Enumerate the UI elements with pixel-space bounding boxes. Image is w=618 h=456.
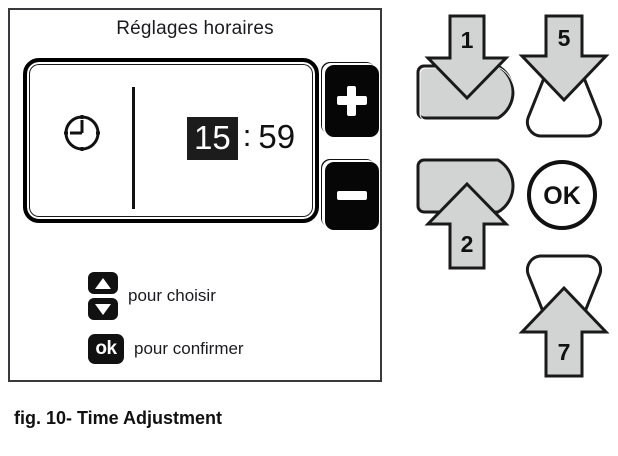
hours-field[interactable]: 15 bbox=[187, 116, 238, 160]
minutes-field[interactable]: 59 bbox=[258, 117, 296, 155]
clock-icon bbox=[64, 115, 100, 151]
arrow-down-icon bbox=[424, 14, 510, 101]
legend-item-confirm: ok pour confirmer bbox=[88, 334, 368, 364]
time-value-row[interactable]: 15 : 59 bbox=[187, 116, 296, 160]
triangle-down-icon bbox=[95, 304, 111, 315]
callout-number-7: 7 bbox=[558, 339, 571, 365]
legend-text-choose: pour choisir bbox=[128, 286, 216, 305]
arrow-up-icon bbox=[518, 285, 610, 378]
ok-button-label: OK bbox=[543, 182, 581, 210]
device-panel: Réglages horaires 15 : 59 bbox=[8, 8, 382, 382]
callout-1: 1 bbox=[416, 14, 516, 121]
minus-button[interactable] bbox=[325, 162, 379, 230]
arrow-down-icon bbox=[518, 14, 610, 103]
ok-key-icon[interactable]: ok bbox=[88, 334, 124, 364]
figure-caption: fig. 10- Time Adjustment bbox=[14, 408, 223, 428]
ok-round-button[interactable]: OK bbox=[522, 155, 602, 235]
callout-7: 7 bbox=[518, 254, 610, 378]
up-down-arrows-icon[interactable] bbox=[88, 272, 118, 320]
triangle-up-icon bbox=[95, 278, 111, 289]
lcd-display-frame: 15 : 59 bbox=[23, 58, 319, 223]
time-separator: : bbox=[242, 118, 252, 153]
lcd-display-inner: 15 : 59 bbox=[27, 62, 315, 219]
key-shape-highlight bbox=[419, 67, 516, 121]
lcd-vertical-divider bbox=[132, 87, 135, 209]
legend-list: pour choisir ok pour confirmer bbox=[88, 272, 368, 378]
arrow-up-icon bbox=[424, 181, 510, 270]
ok-button-inner-highlight bbox=[532, 165, 592, 225]
minus-icon bbox=[337, 191, 367, 200]
down-arrow-key-icon[interactable] bbox=[88, 298, 118, 320]
up-arrow-key-icon[interactable] bbox=[88, 272, 118, 294]
plus-button[interactable] bbox=[325, 65, 379, 137]
callout-number-1: 1 bbox=[461, 27, 474, 53]
ok-button-circle[interactable] bbox=[527, 160, 597, 230]
callout-5: 5 bbox=[518, 14, 610, 138]
legend-text-confirm: pour confirmer bbox=[134, 339, 244, 358]
plus-icon-vertical bbox=[347, 86, 356, 116]
legend-item-choose: pour choisir bbox=[88, 272, 368, 320]
screen-title: Réglages horaires bbox=[116, 18, 274, 39]
key-callout-diagram: 1 5 2 OK 7 bbox=[400, 0, 618, 400]
callout-2: 2 bbox=[416, 158, 515, 270]
callout-number-2: 2 bbox=[461, 231, 474, 257]
callout-number-5: 5 bbox=[558, 25, 571, 51]
